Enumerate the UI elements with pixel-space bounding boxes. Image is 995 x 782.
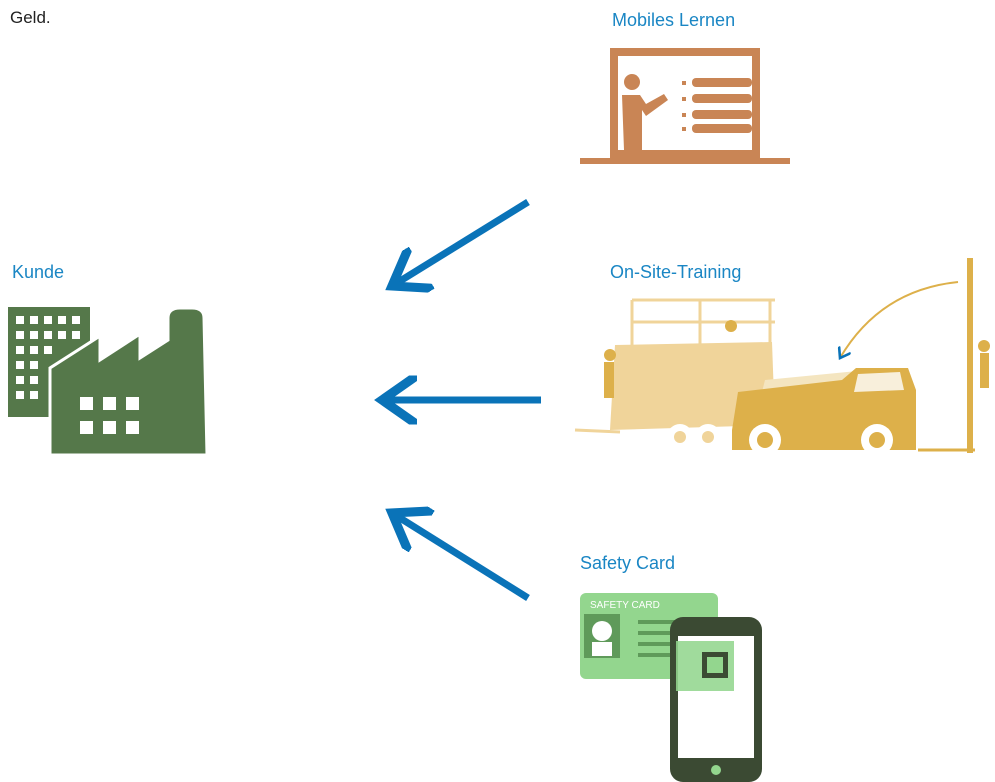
safety-card-text: SAFETY CARD xyxy=(590,600,660,611)
intro-text: Geld. xyxy=(10,8,51,27)
training-trailer-truck-icon xyxy=(574,258,990,456)
factory-icon xyxy=(8,306,209,457)
label-on-site-training: On-Site-Training xyxy=(610,262,742,282)
label-mobiles-lernen: Mobiles Lernen xyxy=(612,10,736,30)
label-kunde: Kunde xyxy=(12,262,65,282)
arrow-safety-card-to-kunde xyxy=(392,513,530,601)
arrow-mobiles-lernen-to-kunde xyxy=(392,199,530,286)
safety-card-phone-icon: SAFETY CARD xyxy=(580,593,762,782)
presentation-screen-icon xyxy=(580,48,790,164)
label-safety-card: Safety Card xyxy=(580,553,676,573)
